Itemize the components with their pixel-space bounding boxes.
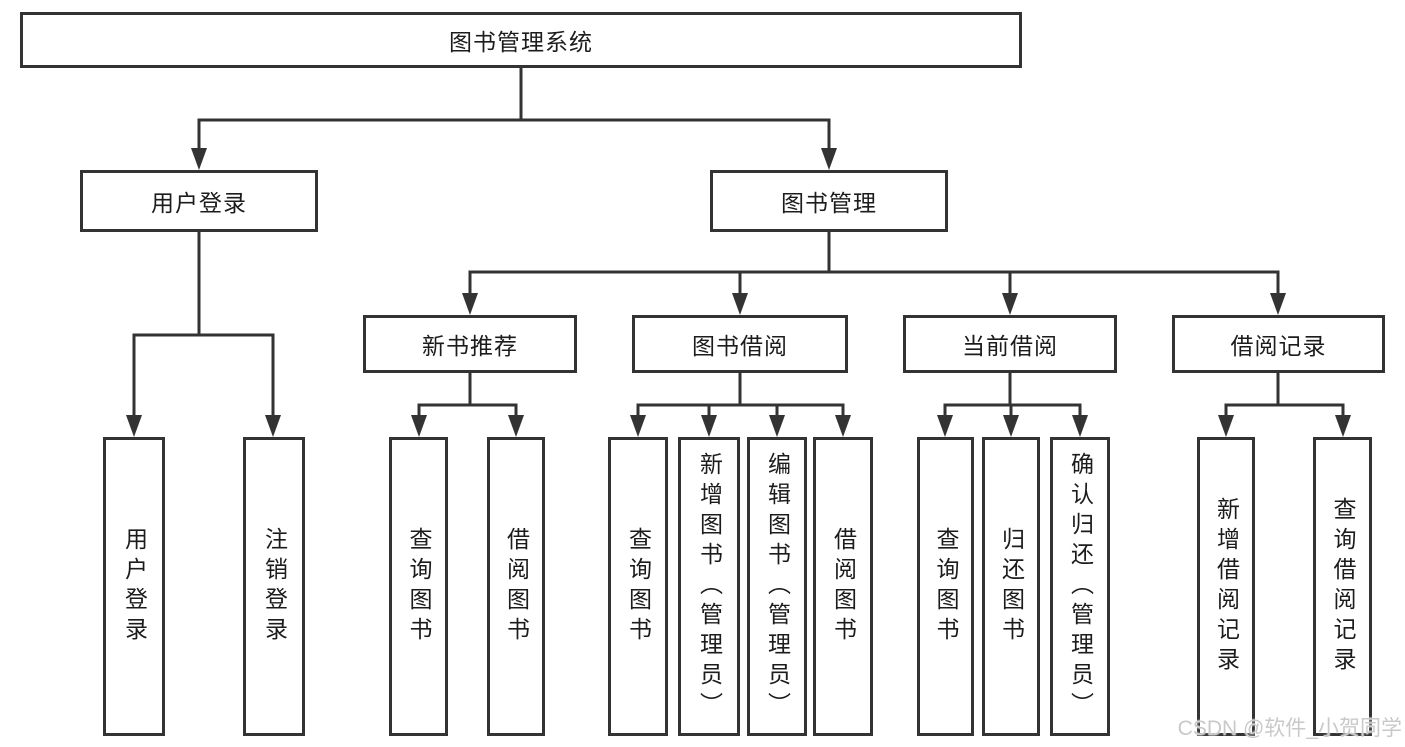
- leaf-label: 查询借阅记录: [1330, 496, 1356, 677]
- leaf-confirm-return-admin: 确认归还（管理员）: [1050, 437, 1110, 736]
- arrowhead: [1002, 293, 1018, 315]
- leaf-label: 新增图书（管理员）: [696, 451, 723, 722]
- arrowhead: [126, 415, 142, 437]
- leaf-query-borrow-record: 查询借阅记录: [1313, 437, 1372, 736]
- arrowhead: [508, 415, 524, 437]
- csdn-watermark: CSDN @软件_小贺同学: [1177, 717, 1402, 740]
- leaf-query-books-3: 查询图书: [917, 437, 974, 736]
- node-borrow-records: 借阅记录: [1172, 315, 1385, 373]
- node-current-borrow: 当前借阅: [903, 315, 1117, 373]
- arrowhead: [462, 293, 478, 315]
- leaf-label: 查询图书: [625, 526, 652, 647]
- leaf-user-login: 用户登录: [103, 437, 165, 736]
- arrowhead: [630, 415, 646, 437]
- arrowhead: [701, 415, 717, 437]
- node-new-book-recommend: 新书推荐: [363, 315, 577, 373]
- node-label: 用户登录: [151, 190, 247, 216]
- arrowhead: [769, 415, 785, 437]
- node-library-management-system: 图书管理系统: [20, 12, 1022, 68]
- node-label: 图书借阅: [692, 333, 788, 359]
- arrowhead: [1335, 415, 1351, 437]
- arrowhead: [411, 415, 427, 437]
- arrowhead: [191, 148, 207, 170]
- leaf-return-books: 归还图书: [982, 437, 1040, 736]
- node-user-login: 用户登录: [80, 170, 318, 232]
- node-book-borrow: 图书借阅: [632, 315, 848, 373]
- arrowhead: [937, 415, 953, 437]
- node-label: 图书管理系统: [449, 29, 593, 55]
- leaf-borrow-books-1: 借阅图书: [487, 437, 545, 736]
- leaf-label: 查询图书: [933, 526, 959, 647]
- arrowhead: [732, 293, 748, 315]
- leaf-label: 归还图书: [998, 526, 1025, 647]
- arrowhead: [835, 415, 851, 437]
- node-label: 当前借阅: [962, 333, 1058, 359]
- arrowhead: [265, 415, 281, 437]
- leaf-label: 用户登录: [121, 526, 148, 647]
- node-label: 图书管理: [781, 190, 877, 216]
- leaf-label: 新增借阅记录: [1213, 496, 1240, 677]
- leaf-query-books-2: 查询图书: [608, 437, 668, 736]
- arrowhead: [1218, 415, 1234, 437]
- arrowhead: [821, 148, 837, 170]
- node-book-management: 图书管理: [710, 170, 948, 232]
- leaf-label: 借阅图书: [503, 526, 530, 647]
- leaf-label: 查询图书: [406, 526, 432, 647]
- arrowhead: [1270, 293, 1286, 315]
- node-label: 新书推荐: [422, 333, 518, 359]
- node-label: 借阅记录: [1230, 333, 1327, 359]
- leaf-label: 编辑图书（管理员）: [764, 451, 791, 722]
- leaf-label: 确认归还（管理员）: [1067, 451, 1094, 722]
- leaf-logout: 注销登录: [243, 437, 305, 736]
- leaf-add-books-admin: 新增图书（管理员）: [678, 437, 740, 736]
- leaf-borrow-books-2: 借阅图书: [813, 437, 873, 736]
- leaf-label: 注销登录: [261, 526, 288, 647]
- leaf-query-books-1: 查询图书: [389, 437, 448, 736]
- leaf-label: 借阅图书: [830, 526, 857, 647]
- arrowhead: [1072, 415, 1088, 437]
- leaf-edit-books-admin: 编辑图书（管理员）: [747, 437, 807, 736]
- leaf-add-borrow-record: 新增借阅记录: [1197, 437, 1255, 736]
- arrowhead: [1003, 415, 1019, 437]
